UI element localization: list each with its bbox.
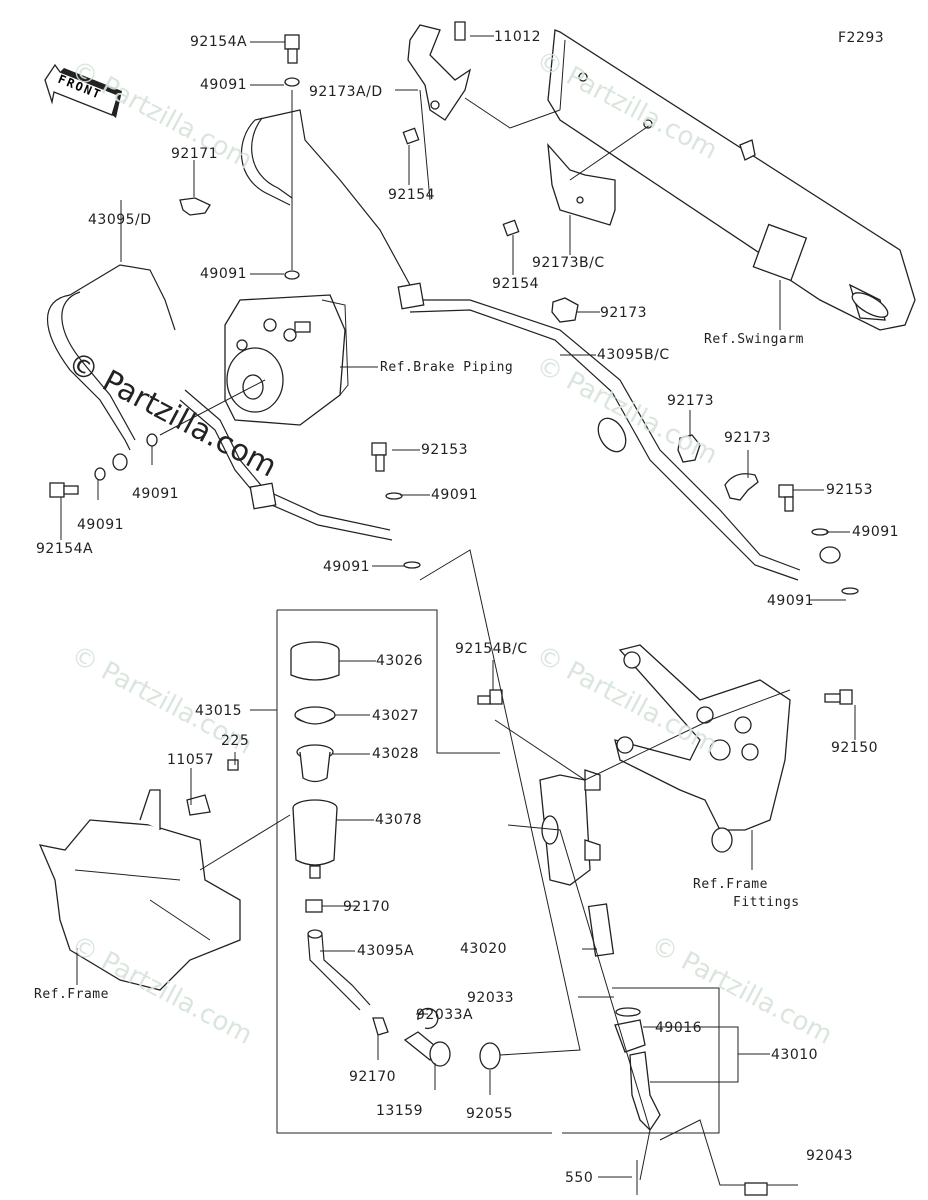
part-label-92154BC[interactable]: 92154B/C <box>455 641 528 657</box>
reservoir-drawing <box>290 641 501 1070</box>
part-label-225[interactable]: 225 <box>221 733 250 749</box>
abs-unit-drawing <box>159 294 349 436</box>
part-label-92173BC[interactable]: 92173B/C <box>532 255 605 271</box>
bracket-drawings <box>407 24 651 226</box>
reservoir-box-drawing <box>250 609 720 1134</box>
figure-code: F2293 <box>838 30 885 46</box>
part-label-49091[interactable]: 49091 <box>431 487 479 503</box>
part-label-49091[interactable]: 49091 <box>767 593 815 609</box>
part-label-43028[interactable]: 43028 <box>372 746 420 762</box>
bolt-drawings <box>49 34 859 771</box>
part-label-92043[interactable]: 92043 <box>806 1148 854 1164</box>
part-label-92055[interactable]: 92055 <box>466 1106 514 1122</box>
master-cylinder-drawing <box>539 769 768 1196</box>
part-label-49091[interactable]: 49091 <box>132 486 180 502</box>
leader-lines <box>60 35 856 1186</box>
ref-frame-label: Ref.Frame <box>34 987 109 1002</box>
part-label-92173AD[interactable]: 92173A/D <box>309 84 383 100</box>
part-label-49091[interactable]: 49091 <box>200 266 248 282</box>
part-label-43010[interactable]: 43010 <box>771 1047 819 1063</box>
part-label-43015[interactable]: 43015 <box>195 703 243 719</box>
hose-drawings <box>47 109 841 581</box>
part-label-11057[interactable]: 11057 <box>167 752 215 768</box>
part-label-92173[interactable]: 92173 <box>600 305 648 321</box>
part-label-11012[interactable]: 11012 <box>494 29 542 45</box>
clip-drawings <box>179 21 759 501</box>
part-label-43095BC[interactable]: 43095B/C <box>597 347 670 363</box>
part-label-92150[interactable]: 92150 <box>831 740 879 756</box>
part-label-92153[interactable]: 92153 <box>826 482 874 498</box>
part-label-43027[interactable]: 43027 <box>372 708 420 724</box>
part-label-49091[interactable]: 49091 <box>852 524 900 540</box>
part-label-43078[interactable]: 43078 <box>375 812 423 828</box>
part-label-92033[interactable]: 92033 <box>467 990 515 1006</box>
part-label-92170[interactable]: 92170 <box>343 899 391 915</box>
part-label-92171[interactable]: 92171 <box>171 146 219 162</box>
part-label-49016[interactable]: 49016 <box>655 1020 703 1036</box>
part-label-43020[interactable]: 43020 <box>460 941 508 957</box>
part-label-49091[interactable]: 49091 <box>323 559 371 575</box>
part-label-43095D[interactable]: 43095/D <box>88 212 152 228</box>
part-label-550[interactable]: 550 <box>565 1170 594 1186</box>
part-label-92033A[interactable]: 92033A <box>416 1007 474 1023</box>
part-label-92154A[interactable]: 92154A <box>36 541 94 557</box>
part-label-92173[interactable]: 92173 <box>724 430 772 446</box>
part-label-13159[interactable]: 13159 <box>376 1103 424 1119</box>
part-label-92173[interactable]: 92173 <box>667 393 715 409</box>
part-label-92154[interactable]: 92154 <box>388 187 436 203</box>
ref-frame-fittings-label: Ref.Frame <box>693 877 768 892</box>
ref-brake-piping-label: Ref.Brake Piping <box>380 360 514 375</box>
part-label-92154A[interactable]: 92154A <box>190 34 248 50</box>
ref-frame-fittings-label-line2: Fittings <box>733 895 800 910</box>
frame-fitting-drawing <box>614 644 791 853</box>
part-label-92153[interactable]: 92153 <box>421 442 469 458</box>
swingarm-drawing <box>547 29 916 331</box>
frame-drawing <box>38 789 291 991</box>
part-label-49091[interactable]: 49091 <box>77 517 125 533</box>
ref-swingarm-label: Ref.Swingarm <box>704 332 804 347</box>
front-direction-arrow: FRONT <box>40 60 125 134</box>
part-label-43026[interactable]: 43026 <box>376 653 424 669</box>
part-label-49091[interactable]: 49091 <box>200 77 248 93</box>
part-label-92154[interactable]: 92154 <box>492 276 540 292</box>
part-label-92170[interactable]: 92170 <box>349 1069 397 1085</box>
part-label-43095A[interactable]: 43095A <box>357 943 415 959</box>
